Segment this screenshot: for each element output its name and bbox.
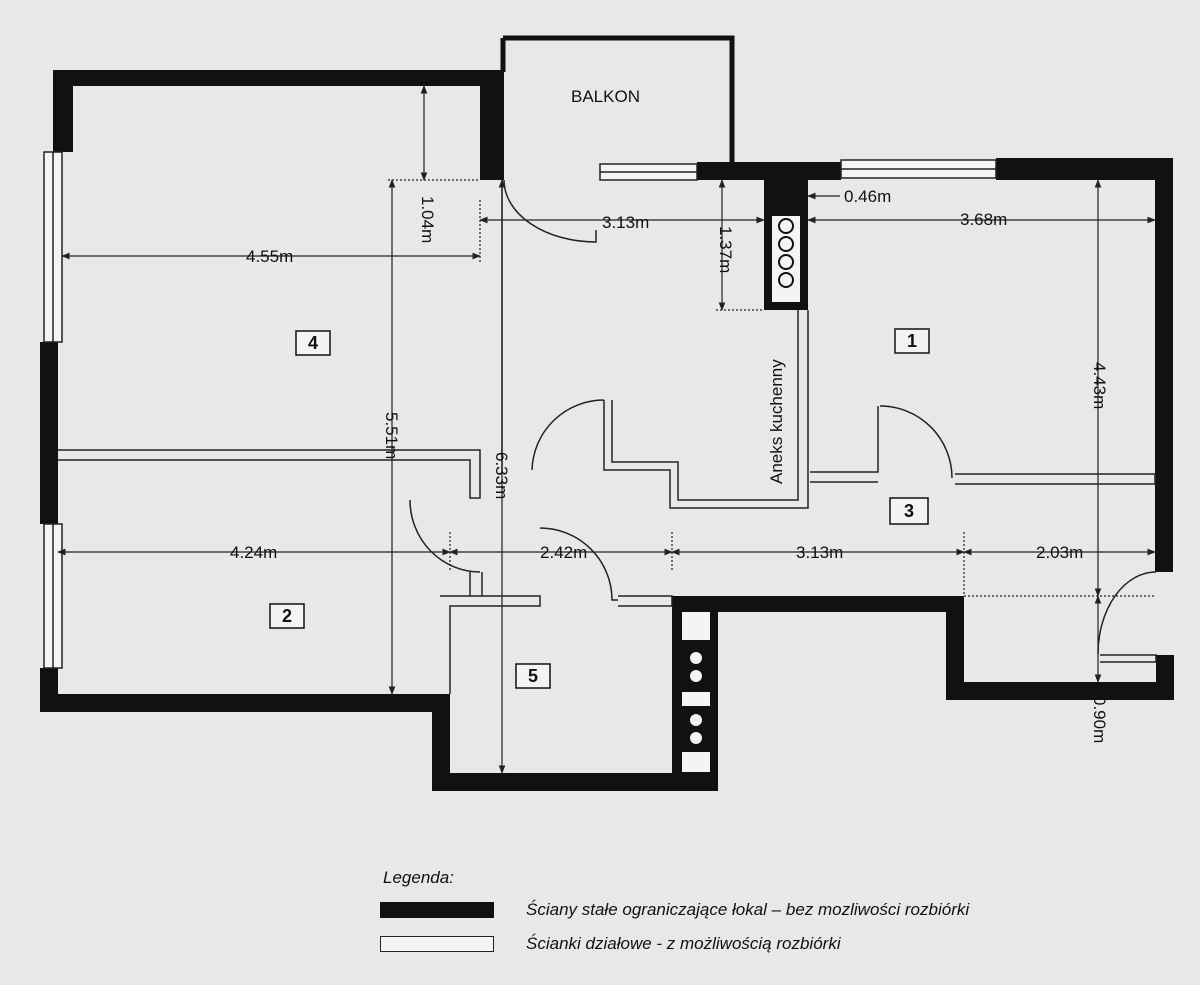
- legend-solid-swatch: [380, 902, 494, 918]
- dim-2-03: 2.03m: [1036, 543, 1083, 562]
- room-4: 4: [295, 330, 331, 356]
- balcony-label: BALKON: [571, 87, 640, 106]
- load-bearing-walls: [40, 70, 1174, 791]
- kitchenette-label: Aneks kuchenny: [767, 359, 786, 484]
- dim-0-90: 0.90m: [1090, 696, 1109, 743]
- legend-hollow-text: Ścianki działowe - z możliwością rozbiór…: [526, 934, 841, 953]
- dim-4-24: 4.24m: [230, 543, 277, 562]
- room-1: 1: [894, 328, 930, 354]
- windows: [43, 151, 997, 669]
- room-2: 2: [269, 603, 305, 629]
- dimension-lines: [57, 85, 1156, 774]
- room-5: 5: [515, 663, 551, 689]
- legend-row-hollow: Ścianki działowe - z możliwością rozbiór…: [380, 934, 841, 954]
- legend-hollow-swatch: [380, 936, 494, 952]
- room-3-number: 3: [904, 501, 914, 521]
- dim-3-68: 3.68m: [960, 210, 1007, 229]
- dim-1-37: 1.37m: [716, 226, 735, 273]
- legend-row-solid: Ściany stałe ograniczające łokal – bez m…: [380, 900, 969, 920]
- doors: [409, 179, 1157, 655]
- room-2-number: 2: [282, 606, 292, 626]
- dim-3-13-top: 3.13m: [602, 213, 649, 232]
- room-5-number: 5: [528, 666, 538, 686]
- room-3: 3: [889, 497, 929, 525]
- legend-solid-text: Ściany stałe ograniczające łokal – bez m…: [526, 900, 970, 919]
- dim-4-55: 4.55m: [246, 247, 293, 266]
- dim-5-51: 5.51m: [382, 412, 401, 459]
- dim-2-42: 2.42m: [540, 543, 587, 562]
- room-4-number: 4: [308, 333, 318, 353]
- legend-title: Legenda:: [383, 868, 454, 887]
- dimension-labels: 1.04m 3.13m 1.37m 0.46m 3.68m 4.55m 5.51…: [230, 187, 1109, 743]
- balcony: [500, 35, 735, 162]
- dim-3-13-mid: 3.13m: [796, 543, 843, 562]
- dim-1-04: 1.04m: [418, 196, 437, 243]
- dim-0-46: 0.46m: [844, 187, 891, 206]
- room-1-number: 1: [907, 331, 917, 351]
- partition-walls: [58, 180, 1157, 694]
- ventilation-shafts: [682, 216, 800, 772]
- dim-4-43: 4.43m: [1090, 362, 1109, 409]
- dim-6-33: 6.33m: [492, 452, 511, 499]
